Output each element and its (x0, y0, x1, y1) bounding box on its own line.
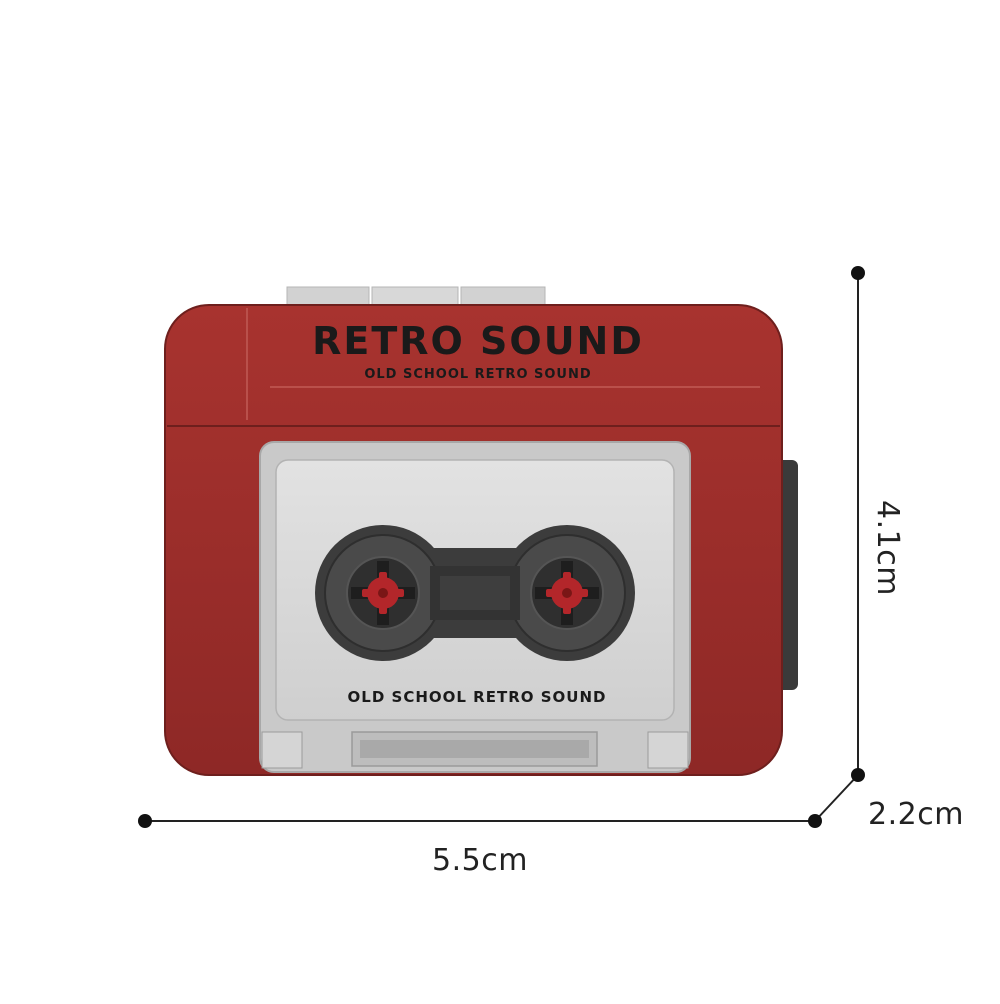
cassette-label: OLD SCHOOL RETRO SOUND (348, 688, 607, 706)
depth-dimension-line (814, 774, 859, 822)
depth-label: 2.2cm (868, 797, 964, 832)
brand-subtitle: OLD SCHOOL RETRO SOUND (364, 367, 591, 382)
height-top-dot (851, 266, 865, 280)
height-bottom-dot (851, 768, 865, 782)
right-reel (530, 556, 604, 630)
width-label: 5.5cm (432, 843, 528, 878)
brand-title: RETRO SOUND (312, 319, 644, 363)
right-latch (647, 731, 689, 769)
height-label: 4.1cm (870, 500, 905, 596)
dimension-lines (138, 266, 865, 828)
width-start-dot (138, 814, 152, 828)
cassette-slot-inner (360, 740, 589, 758)
width-end-dot (808, 814, 822, 828)
left-reel (346, 556, 420, 630)
left-latch (261, 731, 303, 769)
